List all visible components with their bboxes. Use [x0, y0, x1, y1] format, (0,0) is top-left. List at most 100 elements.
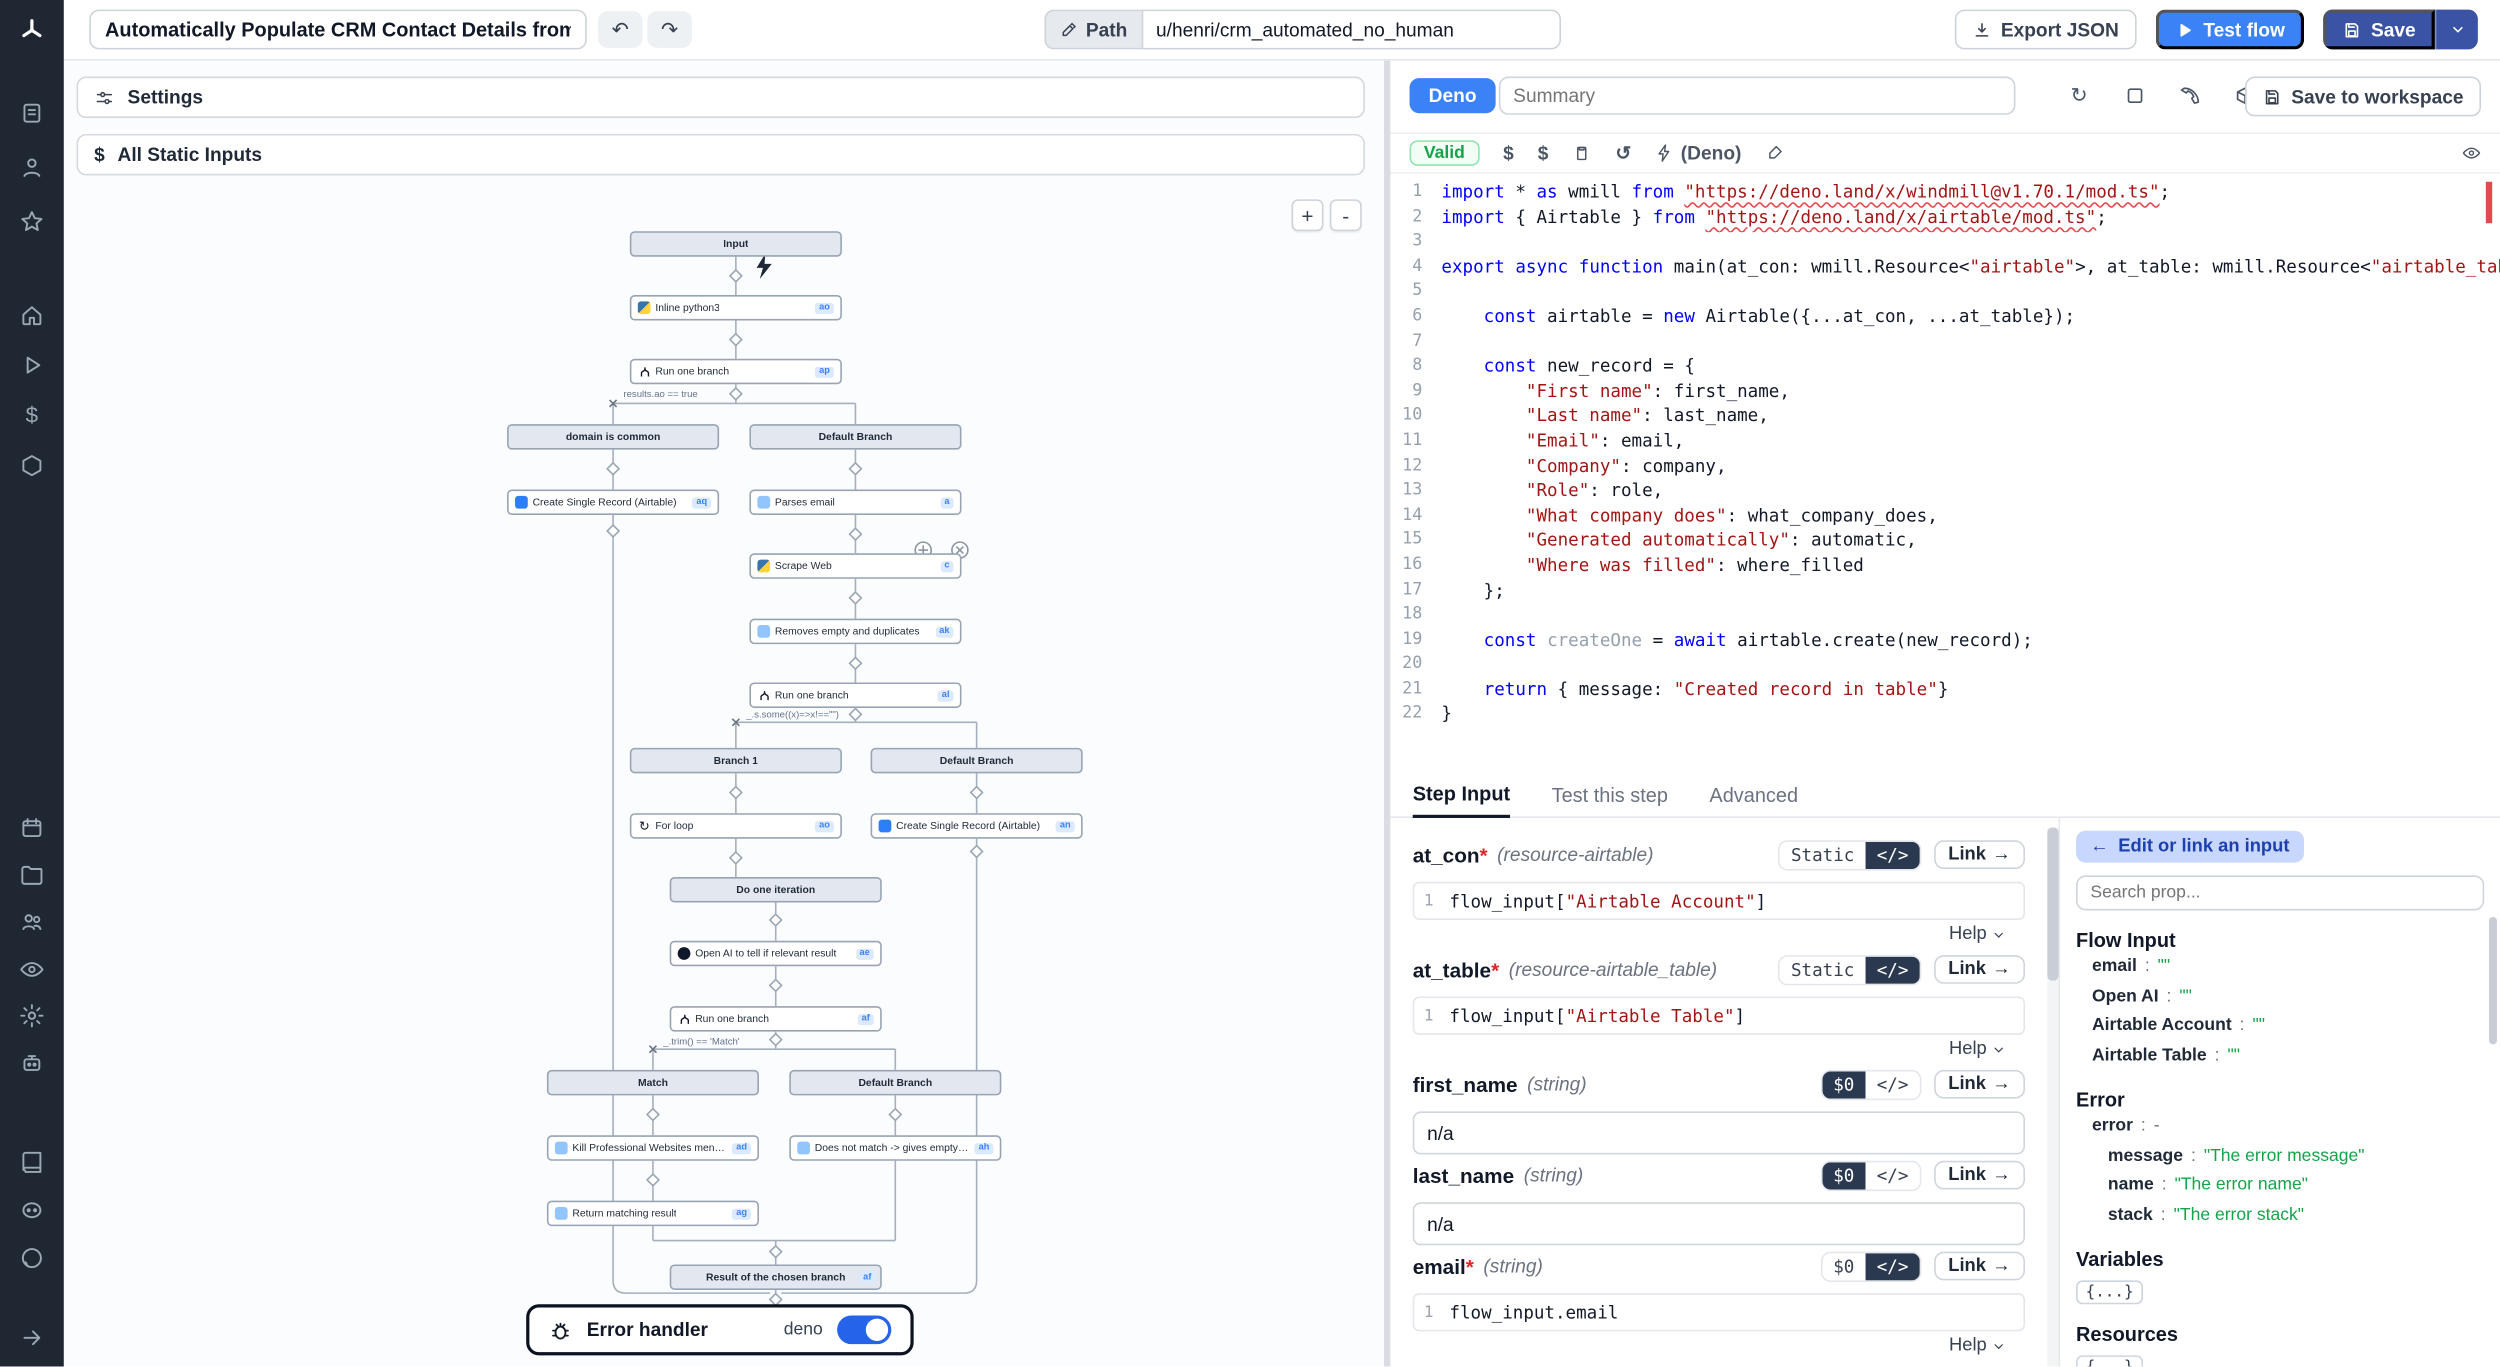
static-value-input[interactable]: [1413, 1202, 2025, 1245]
sync-icon[interactable]: ↻: [2060, 78, 2098, 113]
scripts-icon[interactable]: [0, 92, 64, 133]
collapse-arrow-icon[interactable]: [0, 1317, 64, 1358]
prop-picker-scrollbar[interactable]: [2489, 917, 2497, 1045]
flow-node-hdr_branch_1[interactable]: Branch 1: [630, 748, 842, 774]
code-line[interactable]: 8 const new_record = {: [1390, 354, 2500, 379]
prop-search-input[interactable]: [2076, 875, 2484, 910]
static-mode-button[interactable]: $0: [1822, 1162, 1865, 1189]
link-button[interactable]: Link→: [1934, 955, 2025, 984]
prop-item-airtable-table[interactable]: Airtable Table:"": [2076, 1040, 2484, 1069]
flow-node-create_record_aq[interactable]: Create Single Record (Airtable)aq: [507, 490, 719, 516]
flow-node-parses_email[interactable]: Parses emaila: [749, 490, 961, 516]
flow-node-input[interactable]: Input: [630, 231, 842, 257]
static-mode-button[interactable]: Static: [1780, 841, 1866, 868]
flow-node-inline_python[interactable]: Inline python3ao: [630, 295, 842, 321]
prop-item-stack[interactable]: stack:"The error stack": [2076, 1200, 2484, 1229]
tab-test-this-step[interactable]: Test this step: [1552, 784, 1668, 816]
prop-item-open-ai[interactable]: Open AI:"": [2076, 981, 2484, 1010]
save-to-workspace-button[interactable]: Save to workspace: [2245, 77, 2481, 117]
schedules-calendar-icon[interactable]: [0, 807, 64, 848]
path-edit-button[interactable]: Path: [1044, 10, 1141, 50]
undo-button[interactable]: ↶: [598, 11, 643, 48]
clipboard-icon[interactable]: [1572, 144, 1591, 163]
flow-node-hdr_do_one[interactable]: Do one iteration: [670, 877, 882, 903]
flow-node-removes_empty[interactable]: Removes empty and duplicatesak: [749, 619, 961, 645]
expression-editor[interactable]: 1flow_input["Airtable Table"]: [1413, 997, 2025, 1035]
code-mode-button[interactable]: </>: [1866, 841, 1920, 868]
code-mode-button[interactable]: </>: [1866, 1071, 1920, 1098]
code-line[interactable]: 18: [1390, 603, 2500, 628]
code-line[interactable]: 16 "Where was filled": where_filled: [1390, 553, 2500, 578]
error-handler-node[interactable]: Error handler deno: [526, 1304, 913, 1355]
docs-book-icon[interactable]: [0, 1142, 64, 1183]
resources-hub-icon[interactable]: [0, 445, 64, 486]
flow-node-create_record_an[interactable]: Create Single Record (Airtable)an: [871, 813, 1083, 839]
flow-node-run_branch_af[interactable]: Run one branchaf: [670, 1006, 882, 1032]
groups-users-icon[interactable]: [0, 901, 64, 942]
code-mode-button[interactable]: </>: [1866, 1252, 1920, 1279]
code-line[interactable]: 5: [1390, 280, 2500, 305]
flow-node-hdr_default_2[interactable]: Default Branch: [871, 748, 1083, 774]
code-line[interactable]: 20: [1390, 653, 2500, 678]
code-line[interactable]: 3: [1390, 230, 2500, 255]
code-line[interactable]: 22}: [1390, 702, 2500, 727]
code-mode-button[interactable]: </>: [1866, 956, 1920, 983]
code-line[interactable]: 4export async function main(at_con: wmil…: [1390, 255, 2500, 280]
flow-node-hdr_result[interactable]: Result of the chosen branchaf: [670, 1264, 882, 1290]
flow-node-hdr_default_3[interactable]: Default Branch: [789, 1070, 1001, 1096]
object-expand-badge[interactable]: {...}: [2076, 1280, 2143, 1304]
code-line[interactable]: 10 "Last name": last_name,: [1390, 404, 2500, 429]
flow-title-input[interactable]: [89, 10, 586, 50]
prop-item-message[interactable]: message:"The error message": [2076, 1141, 2484, 1170]
help-link[interactable]: Help: [1413, 1035, 2025, 1064]
link-button[interactable]: Link→: [1934, 1252, 2025, 1281]
help-link[interactable]: Help: [1413, 1331, 2025, 1360]
code-line[interactable]: 6 const airtable = new Airtable({...at_c…: [1390, 304, 2500, 329]
code-line[interactable]: 1import * as wmill from "https://deno.la…: [1390, 180, 2500, 205]
insert-variable-icon[interactable]: $: [1503, 142, 1514, 164]
code-line[interactable]: 19 const createOne = await airtable.crea…: [1390, 628, 2500, 653]
export-json-button[interactable]: Export JSON: [1955, 10, 2137, 50]
code-line[interactable]: 2import { Airtable } from "https://deno.…: [1390, 205, 2500, 230]
prop-item-error[interactable]: error:-: [2076, 1111, 2484, 1140]
user-icon[interactable]: [0, 147, 64, 188]
step-input-scrollbar[interactable]: [2047, 828, 2058, 1367]
expression-editor[interactable]: 1flow_input["Airtable Account"]: [1413, 882, 2025, 920]
static-mode-button[interactable]: $0: [1822, 1071, 1865, 1098]
flow-node-hdr_domain[interactable]: domain is common: [507, 424, 719, 450]
prop-item-email[interactable]: email:"": [2076, 952, 2484, 981]
flow-node-hdr_default_1[interactable]: Default Branch: [749, 424, 961, 450]
link-button[interactable]: Link→: [1934, 840, 2025, 869]
redo-button[interactable]: ↷: [647, 11, 692, 48]
flow-node-hdr_match[interactable]: Match: [547, 1070, 759, 1096]
home-icon[interactable]: [0, 295, 64, 336]
favorites-star-icon[interactable]: [0, 201, 64, 242]
tab-advanced[interactable]: Advanced: [1709, 784, 1798, 816]
reset-history-icon[interactable]: ↺: [1615, 142, 1631, 164]
folders-icon[interactable]: [0, 855, 64, 896]
runs-play-icon[interactable]: [0, 344, 64, 385]
discord-icon[interactable]: [0, 1189, 64, 1230]
code-line[interactable]: 17 };: [1390, 578, 2500, 603]
code-line[interactable]: 14 "What company does": what_company_doe…: [1390, 503, 2500, 528]
code-line[interactable]: 13 "Role": role,: [1390, 479, 2500, 504]
flow-node-run_branch_ap[interactable]: Run one branchap: [630, 359, 842, 385]
flow-node-run_branch_al[interactable]: Run one branchal: [749, 682, 961, 708]
phone-icon[interactable]: [2172, 78, 2210, 113]
flow-node-for_loop[interactable]: ↻For loopao: [630, 813, 842, 839]
flow-node-openai_step[interactable]: Open AI to tell if relevant resultae: [670, 941, 882, 967]
error-handler-toggle[interactable]: [837, 1315, 891, 1344]
flow-node-return_matching[interactable]: Return matching resultag: [547, 1201, 759, 1227]
code-mode-button[interactable]: </>: [1866, 1162, 1920, 1189]
flow-node-kill_websites[interactable]: Kill Professional Websites mentionsad: [547, 1135, 759, 1161]
link-button[interactable]: Link→: [1934, 1161, 2025, 1190]
link-button[interactable]: Link→: [1934, 1070, 2025, 1099]
code-line[interactable]: 21 return { message: "Created record in …: [1390, 677, 2500, 702]
code-editor[interactable]: 1import * as wmill from "https://deno.la…: [1390, 175, 2500, 779]
language-badge[interactable]: Deno: [1410, 78, 1496, 113]
code-line[interactable]: 12 "Company": company,: [1390, 454, 2500, 479]
insert-resource-icon[interactable]: $: [1538, 142, 1549, 164]
flow-node-scrape_web[interactable]: Scrape Webc: [749, 553, 961, 579]
path-input[interactable]: [1142, 10, 1561, 50]
code-line[interactable]: 9 "First name": first_name,: [1390, 379, 2500, 404]
